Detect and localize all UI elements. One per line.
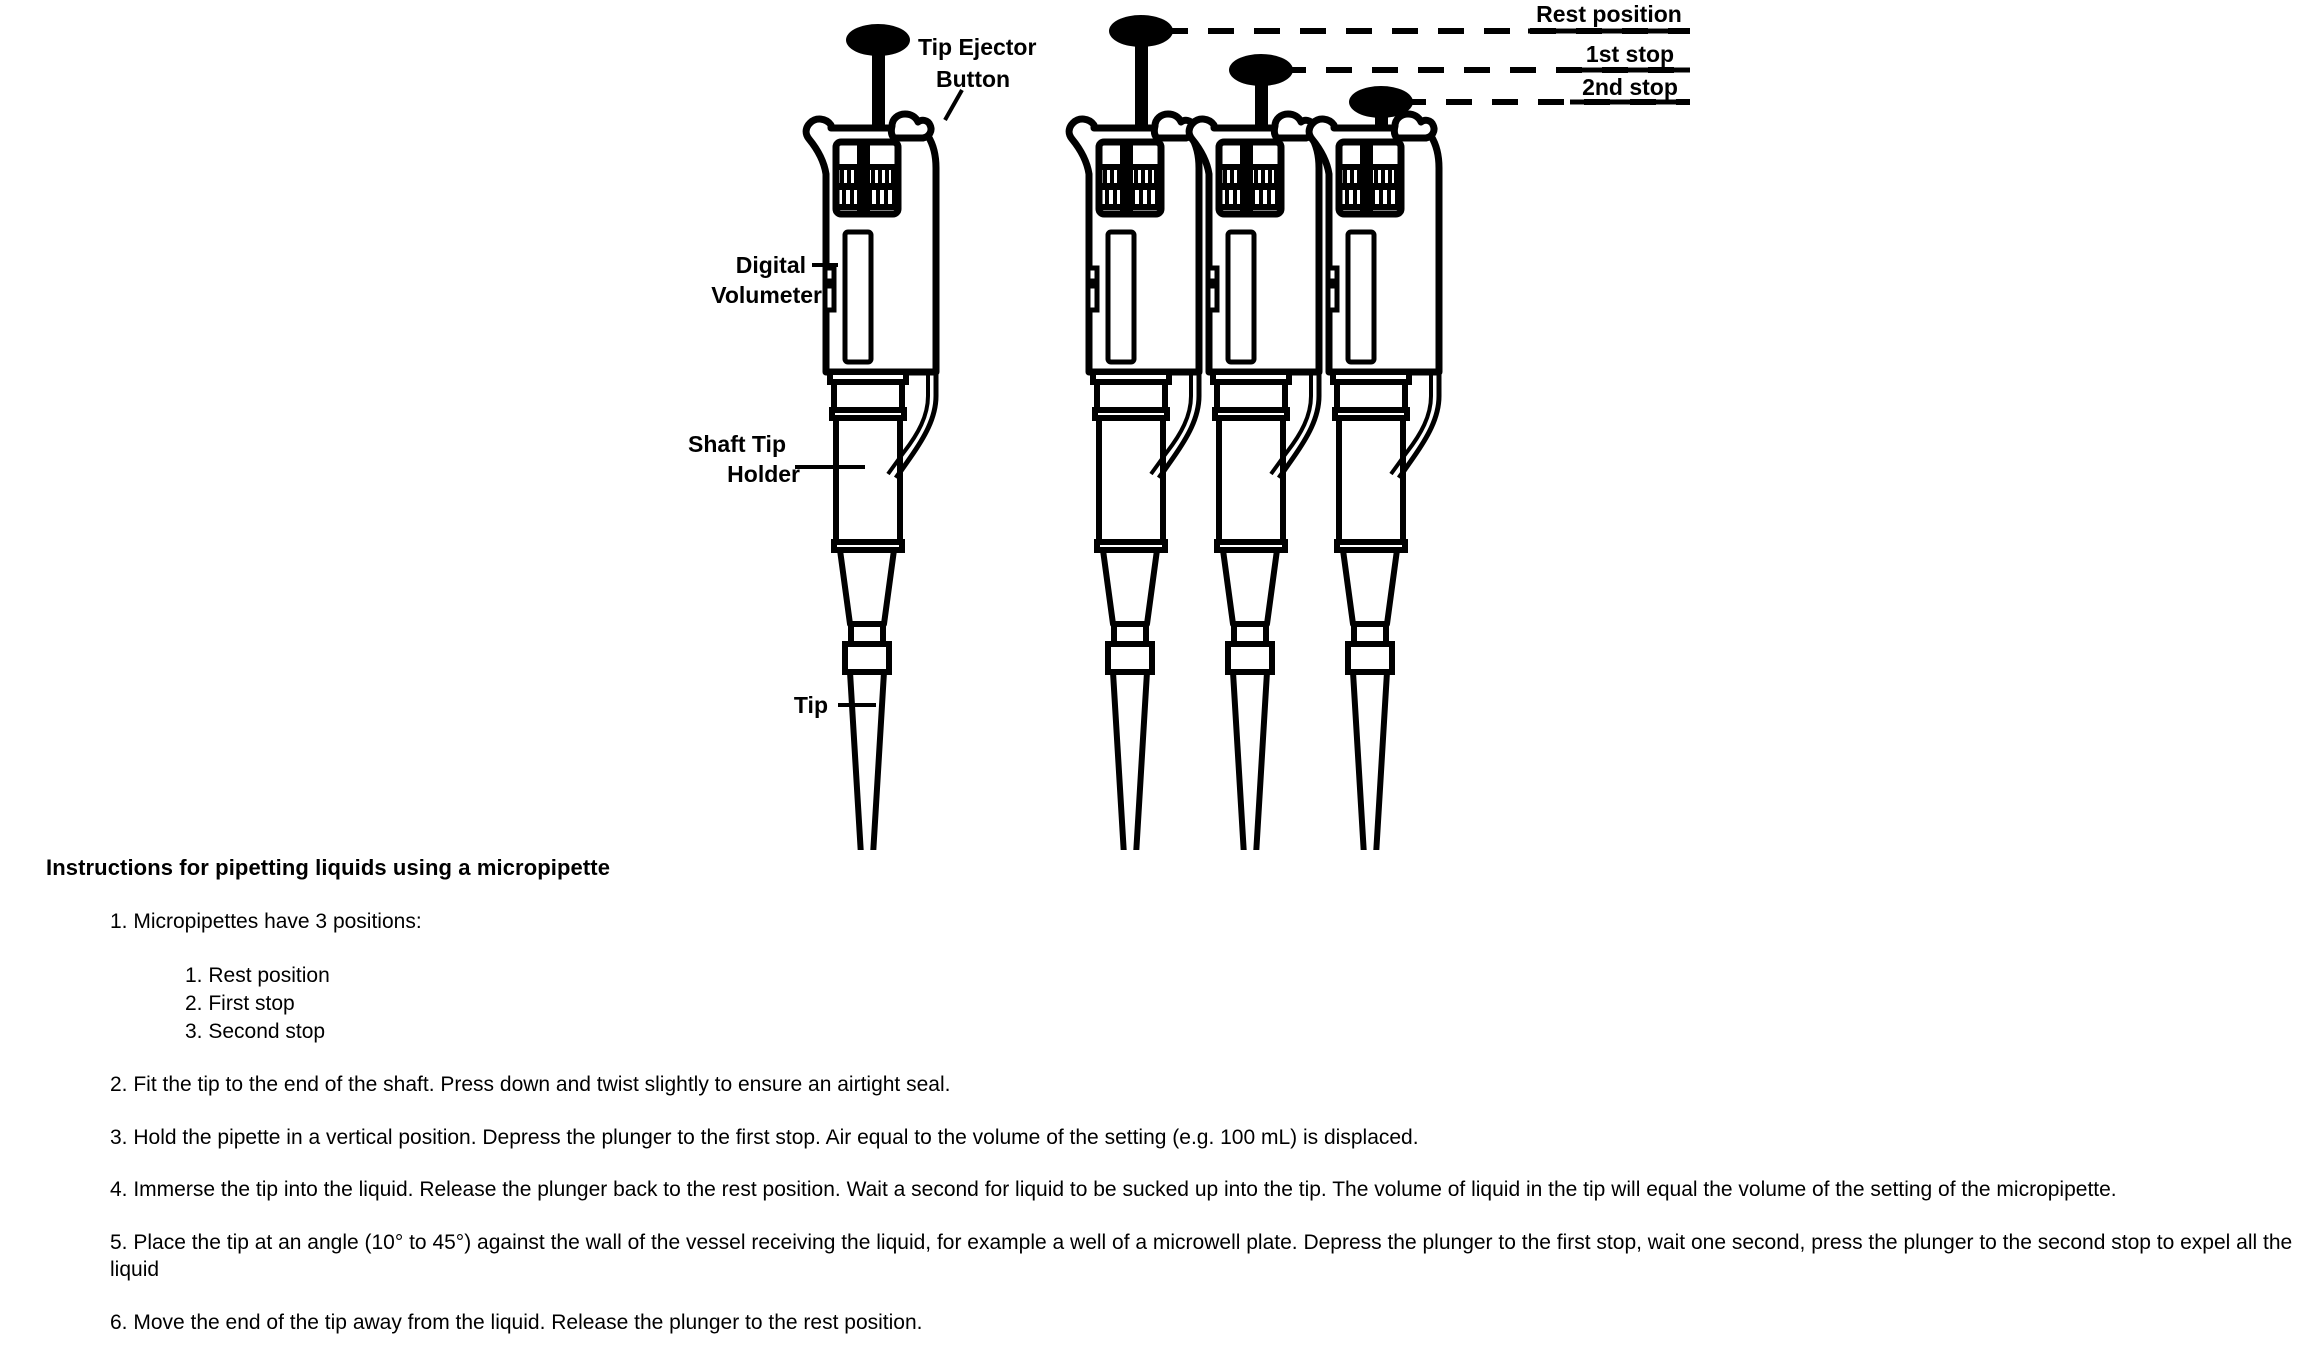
digital-volumeter-label-line2: Volumeter: [711, 282, 822, 308]
tip-label: Tip: [794, 692, 828, 718]
step-1-substeps: 1. Rest position 2. First stop 3. Second…: [185, 962, 2300, 1046]
instructions-block: Instructions for pipetting liquids using…: [0, 855, 2300, 1363]
callout-shaft-tip-holder: Shaft Tip Holder: [688, 431, 865, 487]
page-title: Instructions for pipetting liquids using…: [46, 855, 611, 880]
rest-position-label: Rest position: [1536, 1, 1682, 27]
leader-line: [943, 89, 964, 121]
shaft-tip-holder-label-line2: Holder: [727, 461, 800, 487]
position-label-underlines: [1528, 28, 1690, 105]
plunger-cap-icon: [1229, 54, 1293, 86]
pipette-4: [1309, 86, 1439, 850]
plunger-cap-icon: [1109, 15, 1173, 47]
substep-rest-position: 1. Rest position: [185, 963, 330, 987]
substep-second-stop: 3. Second stop: [185, 1019, 326, 1043]
plunger-cap-icon: [1349, 86, 1413, 118]
second-stop-label: 2nd stop: [1582, 74, 1678, 100]
plunger-stem: [1135, 37, 1148, 132]
digital-volumeter-label-line1: Digital: [736, 252, 806, 278]
step-1: 1. Micropipettes have 3 positions:: [110, 910, 422, 933]
callout-digital-volumeter: Digital Volumeter: [711, 252, 838, 308]
callout-tip-ejector-button: Tip Ejector Button: [918, 34, 1036, 121]
first-stop-label: 1st stop: [1586, 41, 1674, 67]
plunger-stem: [872, 46, 885, 132]
pipette-3: [1189, 54, 1319, 850]
pipette-1: [806, 24, 936, 850]
plunger-cap-icon: [846, 24, 910, 56]
step-3: 3. Hold the pipette in a vertical positi…: [110, 1125, 1419, 1149]
shaft-tip-holder-label-line1: Shaft Tip: [688, 431, 786, 457]
pipette-2: [1069, 15, 1199, 850]
tip-ejector-button-label-line1: Tip Ejector: [918, 34, 1036, 60]
tip-ejector-button-label-line2: Button: [936, 66, 1010, 92]
substep-first-stop: 2. First stop: [185, 991, 295, 1015]
step-5: 5. Place the tip at an angle (10° to 45°…: [110, 1231, 2293, 1282]
micropipette-diagram-svg: Rest position 1st stop 2nd stop: [688, 1, 1690, 850]
callout-tip: Tip: [794, 692, 876, 718]
step-2: 2. Fit the tip to the end of the shaft. …: [110, 1072, 951, 1096]
micropipette-figure: Rest position 1st stop 2nd stop: [688, 1, 1690, 850]
step-4: 4. Immerse the tip into the liquid. Rele…: [110, 1178, 2117, 1202]
step-6: 6. Move the end of the tip away from the…: [110, 1311, 923, 1335]
plunger-stem: [1255, 76, 1268, 132]
